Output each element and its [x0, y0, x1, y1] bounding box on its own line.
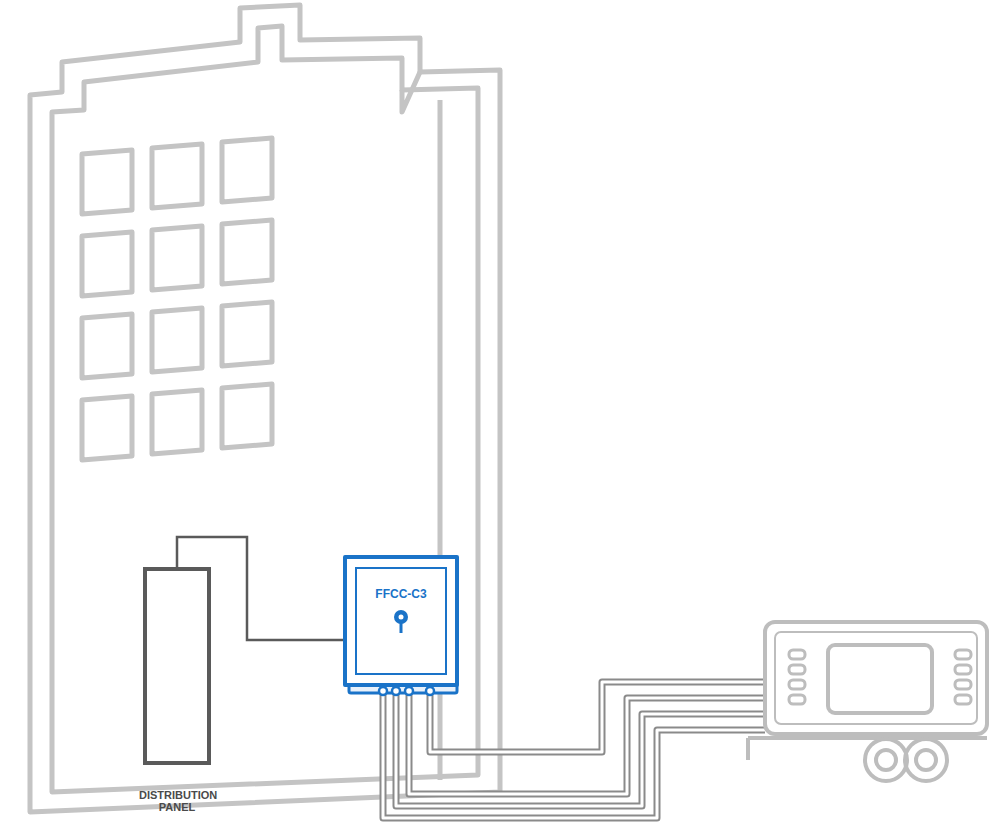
window — [82, 396, 132, 460]
cable-core — [383, 695, 765, 818]
generator-buttons — [789, 650, 971, 704]
window — [222, 138, 272, 202]
button — [955, 680, 971, 689]
building-outline — [30, 5, 500, 812]
window — [222, 384, 272, 448]
button — [789, 650, 805, 659]
cable-glands — [379, 687, 434, 695]
cable-core — [409, 695, 765, 794]
button — [789, 695, 805, 704]
cable-core — [430, 682, 765, 752]
device-label: FFCC-C3 — [357, 587, 445, 601]
button — [955, 695, 971, 704]
window — [82, 150, 132, 214]
window — [152, 390, 202, 454]
enclosure-door: FFCC-C3 — [355, 567, 447, 675]
cable — [409, 695, 765, 794]
cable — [383, 695, 765, 818]
building-windows — [82, 138, 272, 460]
window — [152, 226, 202, 290]
button — [955, 650, 971, 659]
key-lock-icon — [391, 609, 411, 635]
window — [152, 308, 202, 372]
generator-trailer — [748, 622, 987, 781]
cable — [430, 682, 765, 752]
window — [82, 314, 132, 378]
button — [789, 680, 805, 689]
window — [222, 302, 272, 366]
window — [222, 220, 272, 284]
window — [152, 144, 202, 208]
button — [789, 665, 805, 674]
ffcc-enclosure: FFCC-C3 — [343, 555, 459, 687]
window — [82, 232, 132, 296]
cables — [383, 682, 765, 818]
distribution-panel: DISTRIBUTION PANEL — [143, 567, 211, 765]
panel-label: DISTRIBUTION PANEL — [125, 789, 229, 813]
button — [955, 665, 971, 674]
